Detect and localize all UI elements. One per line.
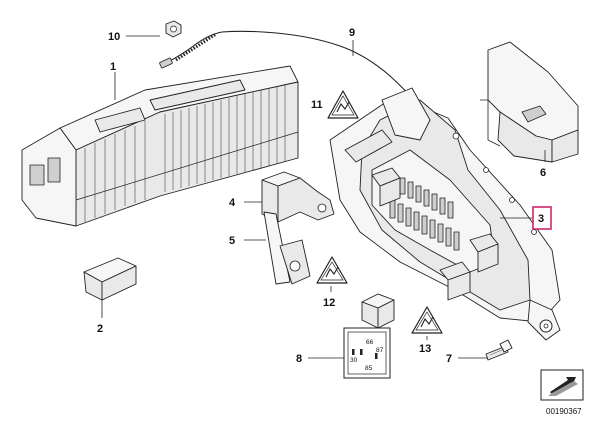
warning-sign-12 — [316, 256, 348, 284]
warning-sign-13 — [411, 306, 443, 334]
callout-9: 9 — [349, 27, 355, 39]
part-10-nut — [165, 20, 182, 38]
part-3-fuse-box — [329, 87, 561, 341]
callout-3-highlight-box — [532, 206, 552, 230]
warning-sign-11 — [327, 90, 359, 119]
relay-pin-87: 87 — [376, 347, 384, 354]
relay-pin-66: 66 — [366, 339, 374, 346]
callout-5: 5 — [229, 235, 235, 247]
cooling-fins — [84, 84, 286, 222]
part-1-distribution-box — [21, 65, 299, 227]
part-8-relay: 66 30 87 85 — [343, 293, 395, 379]
callout-7: 7 — [446, 353, 452, 365]
callout-11: 11 — [311, 99, 323, 111]
part-4-connector — [261, 171, 335, 223]
relay-pin-85: 85 — [365, 365, 373, 372]
callout-1: 1 — [110, 61, 116, 73]
leader-lines — [101, 35, 546, 359]
callout-labels: 10 1 9 11 4 5 2 12 13 8 7 6 3 — [97, 27, 552, 365]
part-2-cover-cap — [83, 257, 137, 301]
callout-2: 2 — [97, 323, 103, 335]
callout-6: 6 — [540, 167, 546, 179]
orientation-arrow-icon — [540, 369, 584, 401]
diagram-number: 00190367 — [546, 407, 582, 416]
callout-4: 4 — [229, 197, 236, 209]
part-7-screw — [485, 339, 513, 361]
callout-8: 8 — [296, 353, 302, 365]
relay-pin-30: 30 — [350, 357, 358, 364]
callout-12: 12 — [323, 297, 335, 309]
part-6-cover-plate — [480, 41, 579, 163]
callout-13: 13 — [419, 343, 431, 355]
part-5-bracket — [263, 211, 311, 285]
callout-10: 10 — [108, 31, 120, 43]
callout-3: 3 — [538, 213, 544, 225]
